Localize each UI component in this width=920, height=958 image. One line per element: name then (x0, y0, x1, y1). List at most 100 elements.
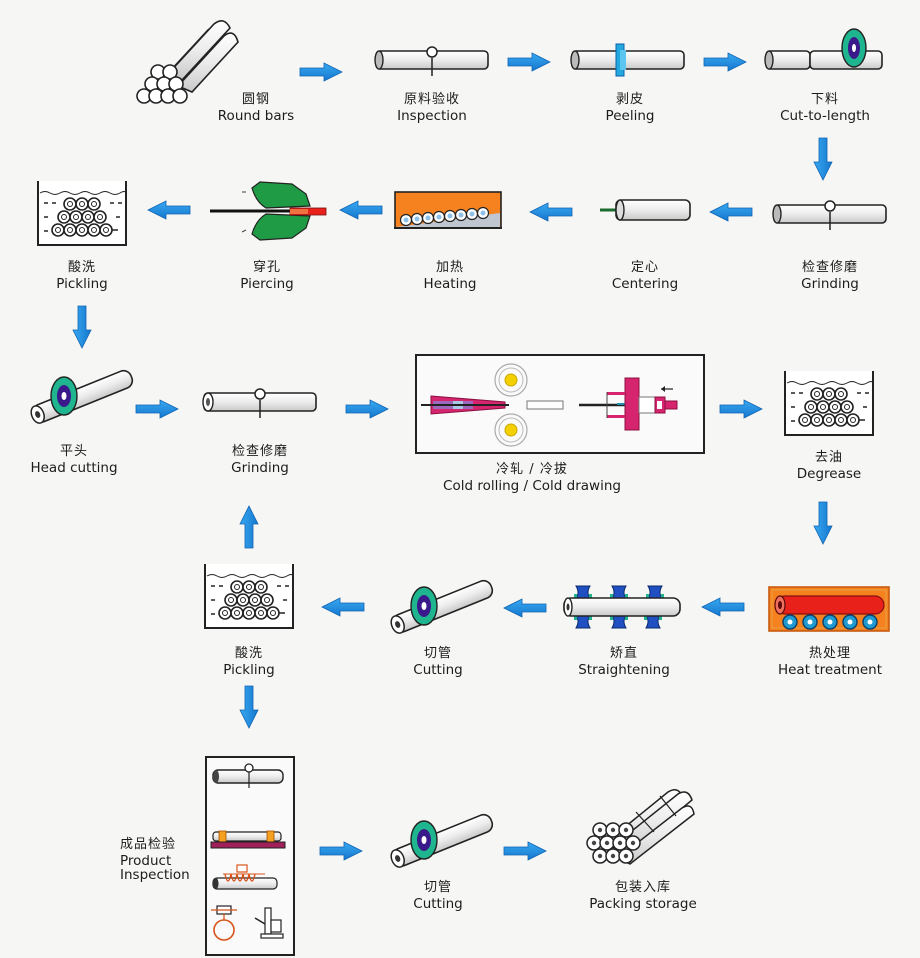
arrow-left-icon (701, 597, 745, 617)
step-label-piercing: 穿孔 Piercing (240, 260, 293, 292)
arrow-down-icon (72, 305, 92, 349)
step-label-pickling-1: 酸洗 Pickling (56, 260, 107, 292)
straightener-icon (563, 585, 681, 629)
tube-inspection-icon (202, 388, 317, 418)
step-zh: 切管 (423, 646, 453, 661)
step-label-cutting-2: 切管 Cutting (413, 880, 462, 912)
step-zh: 圆钢 (241, 92, 270, 107)
tube-cutter-icon (387, 577, 496, 636)
step-en: Peeling (605, 108, 655, 124)
step-zh: 检查修磨 (801, 260, 859, 275)
step-en: Straightening (578, 662, 670, 678)
step-en: Grinding (231, 460, 289, 476)
step-en-line2: Inspection (120, 867, 190, 883)
step-zh: 包装入库 (614, 880, 671, 895)
step-en: Grinding (801, 276, 859, 292)
step-label-packing: 包装入库 Packing storage (589, 880, 697, 912)
step-label-straightening: 矫直 Straightening (578, 646, 670, 678)
bundle-bars-icon (136, 20, 239, 104)
arrow-right-icon (345, 399, 389, 419)
furnace-icon (394, 191, 502, 229)
step-zh: 穿孔 (252, 260, 282, 275)
step-zh: 酸洗 (234, 646, 263, 661)
degrease-tank-icon (784, 370, 874, 436)
arrow-down-icon (813, 501, 833, 545)
step-zh: 原料验收 (403, 92, 461, 107)
bar-inspection-icon (374, 46, 489, 77)
step-label-peeling: 剥皮 Peeling (606, 92, 655, 124)
acid-tank-icon (37, 180, 127, 246)
step-label-cut-to-length: 下料 Cut-to-length (780, 92, 870, 124)
step-en: Heating (423, 276, 477, 292)
step-label-heating: 加热 Heating (424, 260, 477, 292)
step-zh: 矫直 (609, 646, 638, 661)
arrow-left-icon (339, 200, 383, 220)
arrow-right-icon (319, 841, 363, 861)
step-en-line1: Product (120, 853, 172, 869)
step-en: Packing storage (589, 896, 697, 912)
step-en: Cutting (413, 662, 463, 678)
packed-bundle-icon (586, 789, 695, 865)
cold-rolling-drawing-icon (421, 363, 678, 447)
step-label-inspection: 原料验收 Inspection (397, 92, 467, 124)
arrow-right-icon (507, 52, 551, 72)
step-label-grinding-2: 检查修磨 Grinding (231, 444, 289, 476)
step-label-head-cutting: 平头 Head cutting (30, 444, 117, 476)
peeling-icon (570, 43, 685, 77)
step-zh: 下料 (810, 92, 840, 107)
arrow-left-icon (503, 598, 547, 618)
step-en: Pickling (223, 662, 275, 678)
step-en: Cut-to-length (780, 108, 870, 124)
step-label-grinding-1: 检查修磨 Grinding (801, 260, 859, 292)
step-label-cold-work: 冷轧 / 冷拔 Cold rolling / Cold drawing (443, 462, 621, 494)
step-zh: 去油 (814, 450, 844, 465)
step-en: Head cutting (30, 460, 118, 476)
arrow-right-icon (703, 52, 747, 72)
arrow-right-icon (503, 841, 547, 861)
arrow-right-icon (719, 399, 763, 419)
step-label-pickling-2: 酸洗 Pickling (223, 646, 274, 678)
arrow-left-icon (709, 202, 753, 222)
step-label-centering: 定心 Centering (612, 260, 678, 292)
tube-cutter-icon (27, 367, 136, 426)
step-label-cutting-1: 切管 Cutting (413, 646, 462, 678)
arrow-right-icon (135, 399, 179, 419)
step-en: Heat treatment (777, 662, 883, 678)
centering-icon (600, 199, 691, 221)
step-zh: 冷轧 / 冷拔 (496, 462, 568, 477)
step-zh: 酸洗 (67, 260, 96, 275)
step-label-product-inspection: 成品检验 Product Inspection (120, 837, 190, 883)
arrow-left-icon (147, 200, 191, 220)
step-en: Cutting (413, 896, 463, 912)
arrow-right-icon (299, 62, 343, 82)
saw-cut-icon (764, 28, 883, 70)
arrow-left-icon (529, 202, 573, 222)
tube-cutter-icon (387, 811, 496, 870)
arrow-left-icon (321, 597, 365, 617)
step-en: Round bars (217, 108, 295, 124)
step-zh: 热处理 (808, 646, 852, 661)
arrow-up-icon (239, 505, 259, 549)
step-zh: 检查修磨 (231, 444, 289, 459)
acid-tank-icon (204, 563, 294, 629)
step-zh: 剥皮 (615, 92, 644, 107)
arrow-down-icon (813, 137, 833, 181)
step-en: Pickling (56, 276, 108, 292)
step-en: Inspection (397, 108, 467, 124)
step-zh: 切管 (423, 880, 453, 895)
step-en: Piercing (240, 276, 294, 292)
step-label-heat-treatment: 热处理 Heat treatment (778, 646, 882, 678)
step-zh: 加热 (435, 260, 464, 275)
product-inspection-icon (210, 763, 286, 941)
piercer-icon (210, 181, 327, 241)
step-label-round-bars: 圆钢 Round bars (218, 92, 294, 124)
step-en: Degrease (796, 466, 862, 482)
step-label-degrease: 去油 Degrease (797, 450, 861, 482)
step-en: Cold rolling / Cold drawing (443, 478, 621, 494)
bar-inspection-icon (772, 200, 887, 231)
step-zh: 定心 (630, 260, 660, 275)
heat-treatment-furnace-icon (768, 586, 890, 632)
step-zh: 平头 (59, 444, 89, 459)
step-zh: 成品检验 (120, 837, 177, 852)
step-en: Centering (611, 276, 679, 292)
